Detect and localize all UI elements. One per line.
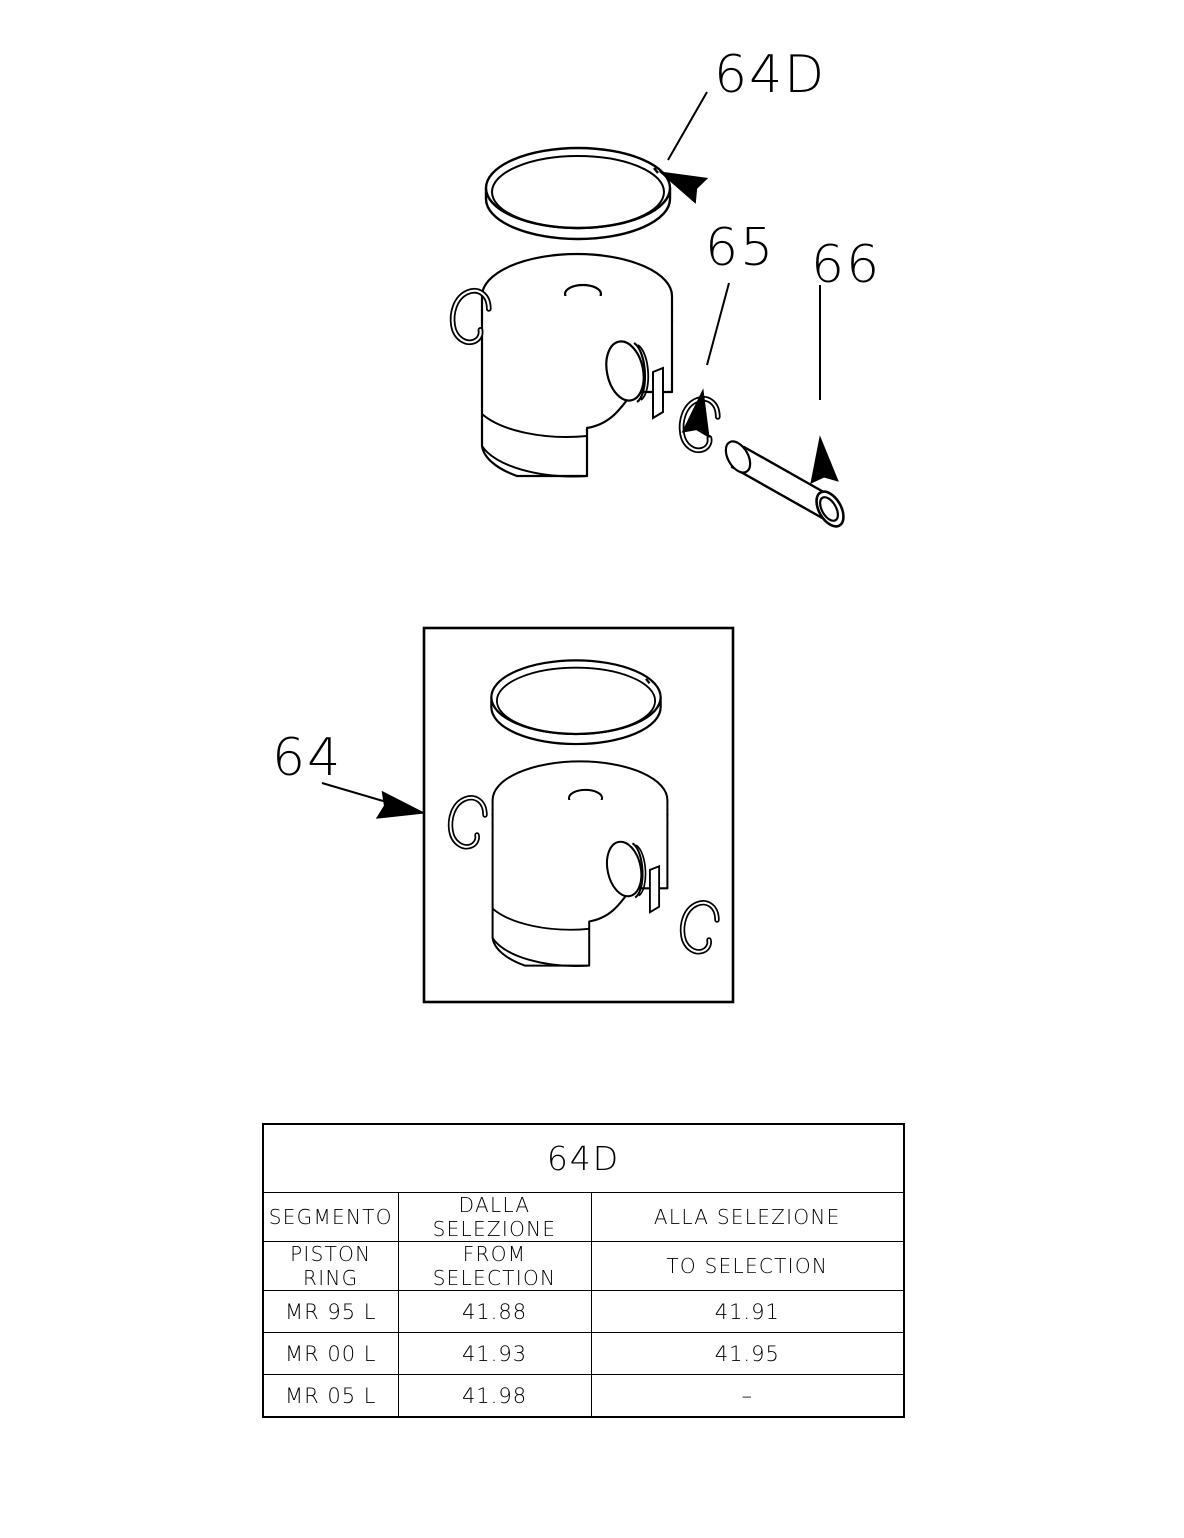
boxed-piston-ring (490, 659, 662, 746)
header-alla-selezione: ALLA SELEZIONE (590, 1192, 905, 1242)
table-title-row: 64D (263, 1124, 905, 1193)
header-from-selection: FROM SELECTION (397, 1241, 592, 1291)
leader-64D (655, 91, 710, 204)
table-row: MR 00 L 41.93 41.95 (262, 1332, 905, 1375)
callout-label-64D: 64D (714, 45, 826, 105)
header-segmento: SEGMENTO (262, 1192, 399, 1242)
leader-65 (681, 282, 730, 440)
cell-to: 41.91 (590, 1290, 905, 1333)
boxed-piston-body (491, 759, 669, 968)
boxed-circlip-left (451, 798, 485, 847)
callout-label-64: 64 (272, 728, 342, 788)
boxed-circlip-right (683, 903, 717, 952)
cell-ring: MR 00 L (262, 1332, 399, 1375)
leader-66 (810, 285, 839, 484)
lower-boxed-view: 64 (272, 626, 735, 1004)
callout-label-65: 65 (705, 218, 775, 278)
table-row: MR 05 L 41.98 – (262, 1374, 905, 1418)
cell-from: 41.98 (397, 1374, 592, 1418)
table-header-row-it: SEGMENTO DALLA SELEZIONE ALLA SELEZIONE (262, 1192, 905, 1242)
header-piston-ring: PISTON RING (262, 1241, 399, 1291)
piston-pin-66 (719, 435, 851, 533)
header-dalla-selezione: DALLA SELEZIONE (397, 1192, 592, 1242)
table-header-row-en: PISTON RING FROM SELECTION TO SELECTION (262, 1241, 905, 1291)
leader-64 (321, 782, 427, 831)
cell-ring: MR 05 L (262, 1374, 399, 1418)
selection-spec-table: 64D SEGMENTO DALLA SELEZIONE ALLA SELEZI… (262, 1123, 906, 1418)
piston-ring-64D (484, 146, 672, 241)
cell-ring: MR 95 L (262, 1290, 399, 1333)
cell-from: 41.88 (397, 1290, 592, 1333)
cell-to: 41.95 (590, 1332, 905, 1375)
table-row: MR 95 L 41.88 41.91 (262, 1290, 905, 1333)
upper-exploded-view: 64D 65 66 (453, 45, 881, 533)
header-to-selection: TO SELECTION (590, 1241, 905, 1291)
piston-body (480, 252, 674, 478)
cell-from: 41.93 (397, 1332, 592, 1375)
table-title: 64D (263, 1124, 905, 1193)
cell-to: – (590, 1374, 905, 1418)
callout-label-66: 66 (811, 235, 881, 295)
assembly-box-frame (422, 626, 735, 1004)
